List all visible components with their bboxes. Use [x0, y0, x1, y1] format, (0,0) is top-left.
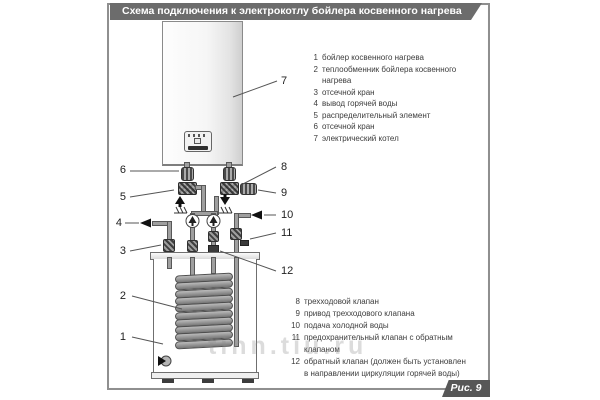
callout-11: 11 [281, 227, 293, 239]
coil-return-valve [208, 231, 219, 242]
legend-row: нагрева [322, 76, 352, 85]
diagram-title: Схема подключения к электрокотлу бойлера… [110, 3, 482, 20]
callout-9: 9 [281, 187, 288, 199]
callout-12: 12 [281, 265, 294, 277]
valve-actuator-9 [240, 183, 257, 195]
tank-stub-return [211, 257, 216, 274]
cold-dip-tube [234, 257, 239, 347]
shutoff-valve-3 [163, 239, 175, 252]
tank-foot [162, 379, 174, 383]
tank-stub-hot [167, 257, 172, 269]
safety-valve-spout [240, 240, 249, 246]
boiler-panel-display [194, 138, 201, 144]
three-way-valve-8 [220, 182, 239, 195]
callout-1: 1 [119, 331, 126, 343]
coil-supply-valve [187, 240, 198, 252]
legend-row: в направлении циркуляции горячей воды) [304, 369, 460, 378]
callout-10: 10 [281, 209, 294, 221]
callout-4: 4 [115, 217, 122, 229]
tank-base [151, 372, 259, 379]
boiler-panel-buttons [188, 134, 208, 137]
callout-5: 5 [119, 191, 126, 203]
callout-8: 8 [281, 161, 288, 173]
callout-3: 3 [119, 245, 126, 257]
tank-foot [202, 379, 214, 383]
legend-row: клапаном [304, 345, 340, 354]
tank-foot [242, 379, 254, 383]
shutoff-valve-6 [181, 167, 194, 181]
shutoff-valve-right [223, 167, 236, 181]
figure-label: Рис. 9 [442, 380, 490, 397]
callout-6: 6 [119, 164, 126, 176]
callout-7: 7 [281, 75, 288, 87]
callout-2: 2 [119, 290, 126, 302]
safety-valve-11 [230, 228, 242, 240]
boiler-panel-slot [188, 146, 208, 150]
